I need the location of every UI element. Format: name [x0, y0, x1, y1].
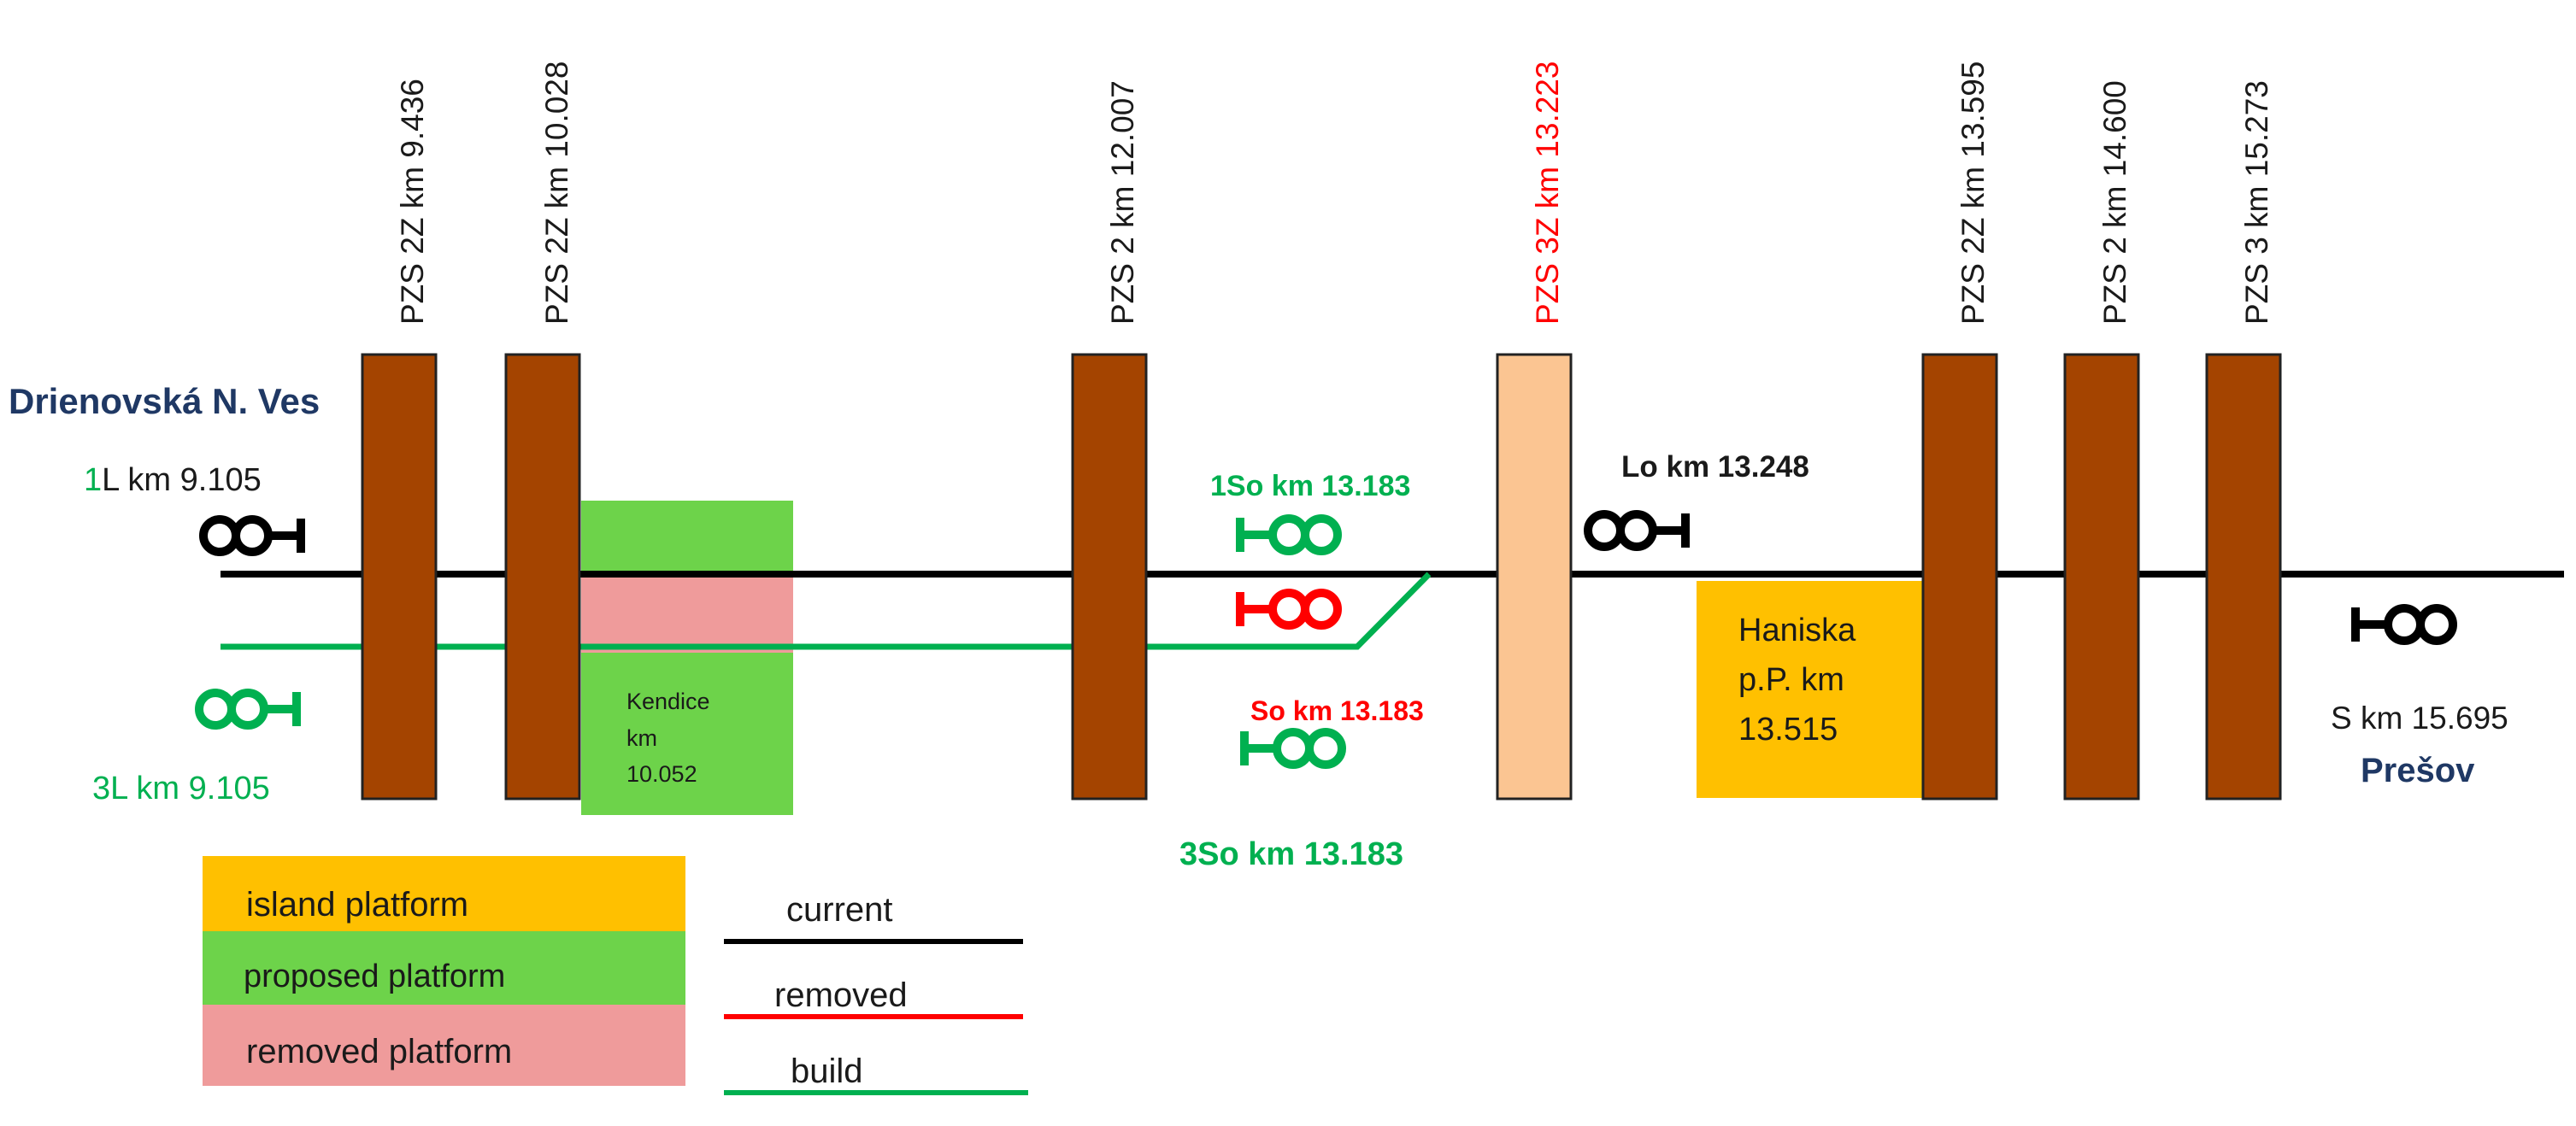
- signal-1l-icon: [199, 515, 305, 556]
- legend-proposed-platform-label: proposed platform: [244, 959, 505, 994]
- legend-removed-platform-label: removed platform: [246, 1033, 512, 1070]
- crossing-bar: [1921, 353, 1998, 801]
- signal-1l-label: 1L km 9.105: [84, 462, 262, 498]
- signal-lo-label: Lo km 13.248: [1621, 450, 1809, 484]
- crossing-bar: [361, 353, 438, 801]
- signal-s-label: S km 15.695: [2331, 701, 2508, 736]
- legend-removed-platform-swatch: [203, 1005, 685, 1086]
- crossing-label: PZS 2Z km 13.595: [1956, 62, 1991, 325]
- haniska-island-platform: [1697, 581, 1923, 798]
- kendice-platform-label: Kendice km 10.052: [626, 689, 716, 787]
- crossing-label: PZS 2 km 12.007: [1105, 80, 1140, 325]
- crossing-bar-highlighted: [1496, 353, 1573, 801]
- signal-so-removed-icon: [1236, 589, 1342, 630]
- signal-3so-label: 3So km 13.183: [1179, 836, 1403, 872]
- crossing-bar: [1071, 353, 1148, 801]
- crossing-label: PZS 2Z km 10.028: [539, 62, 574, 325]
- legend-current-label: current: [786, 891, 893, 929]
- crossing-label: PZS 3 km 15.273: [2239, 80, 2274, 325]
- crossing-label: PZS 2Z km 9.436: [395, 79, 430, 325]
- legend-proposed-platform-swatch: [203, 931, 685, 1005]
- haniska-platform-label: Haniska p.P. km 13.515: [1738, 613, 1865, 748]
- station-east-name: Prešov: [2361, 752, 2475, 789]
- kendice-removed-platform: [581, 574, 793, 653]
- legend-island-platform-label: island platform: [246, 886, 468, 924]
- crossing-label-highlighted: PZS 3Z km 13.223: [1530, 62, 1565, 325]
- signal-1so-label: 1So km 13.183: [1210, 470, 1410, 502]
- signal-so-removed-label: So km 13.183: [1250, 695, 1424, 726]
- legend-removed-label: removed: [774, 976, 908, 1014]
- legend-island-platform-swatch: [203, 856, 685, 931]
- signal-1so-icon: [1236, 514, 1342, 555]
- signal-3l-label: 3L km 9.105: [92, 771, 270, 806]
- build-track: [221, 572, 1432, 650]
- crossing-label: PZS 2 km 14.600: [2097, 80, 2132, 325]
- signal-3l-icon: [195, 689, 301, 730]
- signal-lo-icon: [1584, 510, 1690, 551]
- legend-build-label: build: [791, 1053, 863, 1090]
- signal-3so-icon: [1240, 728, 1346, 769]
- crossing-bar: [2063, 353, 2140, 801]
- signal-s-icon: [2351, 604, 2457, 645]
- kendice-proposed-platform: [581, 501, 793, 815]
- crossing-bar: [504, 353, 581, 801]
- legend: island platform proposed platform remove…: [203, 856, 1028, 1095]
- crossing-bar: [2205, 353, 2282, 801]
- station-west-name: Drienovská N. Ves: [9, 381, 320, 421]
